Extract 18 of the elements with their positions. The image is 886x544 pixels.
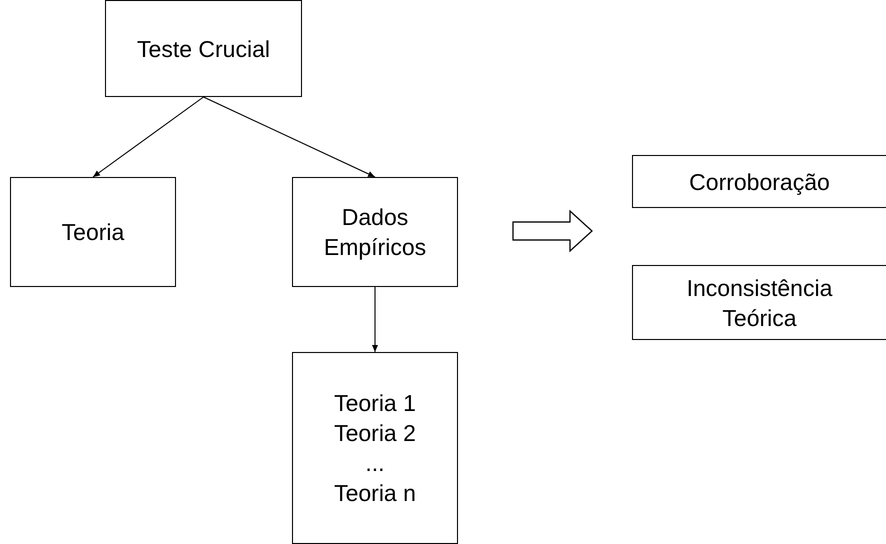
text-box xyxy=(632,265,886,340)
node-text: ... xyxy=(364,449,386,478)
node-text: Teoria xyxy=(60,218,126,247)
text-box xyxy=(105,0,302,97)
text-box xyxy=(292,177,458,287)
arrow xyxy=(92,96,204,178)
node-text: Teste Crucial xyxy=(136,34,271,64)
node-text: Corroboração xyxy=(688,168,831,196)
node-text: Teoria 2 xyxy=(333,419,417,448)
node-text: Teoria n xyxy=(333,479,417,508)
text-box xyxy=(292,352,458,544)
node-text: Dados Empíricos xyxy=(322,203,428,262)
node-text: Inconsistência Teórica xyxy=(686,274,834,332)
node-text: Teoria 1 xyxy=(333,389,417,418)
arrow xyxy=(203,96,376,178)
text-box xyxy=(632,155,886,208)
text-box xyxy=(10,177,176,287)
arrow xyxy=(372,286,378,352)
